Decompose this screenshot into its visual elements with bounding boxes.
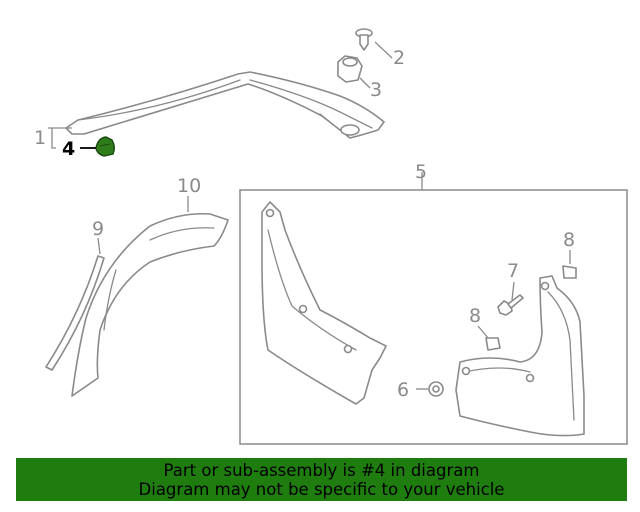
callout-8-lower: 8 [469, 305, 481, 327]
info-banner: Part or sub-assembly is #4 in diagram Di… [16, 458, 627, 501]
part-3-nut [337, 55, 363, 83]
part-6-screw [428, 381, 444, 397]
part-8-clip-lower [485, 337, 501, 351]
part-4-clip [95, 136, 115, 157]
callout-3: 3 [370, 79, 382, 101]
callout-1: 1 [34, 127, 46, 149]
callout-2: 2 [393, 47, 405, 69]
callout-8-upper: 8 [563, 229, 575, 251]
callout-9: 9 [92, 218, 104, 240]
callout-5: 5 [415, 161, 427, 183]
mud-flap-right [455, 275, 585, 437]
callout-4: 4 [62, 138, 75, 160]
part-7-bolt [497, 294, 524, 316]
mud-flap-kit-box [239, 189, 628, 445]
callout-7: 7 [507, 260, 519, 282]
part-1-molding [65, 71, 385, 139]
callout-6: 6 [397, 379, 409, 401]
part-8-clip-upper [562, 265, 577, 279]
banner-line-1: Part or sub-assembly is #4 in diagram [163, 461, 480, 480]
part-2-screw [355, 28, 373, 51]
banner-line-2: Diagram may not be specific to your vehi… [138, 480, 505, 499]
mud-flap-left [261, 201, 387, 405]
callout-10: 10 [177, 175, 201, 197]
part-9-trim-strip [45, 255, 105, 371]
leader-lines [48, 41, 571, 390]
part-10-arch-liner [71, 212, 229, 397]
